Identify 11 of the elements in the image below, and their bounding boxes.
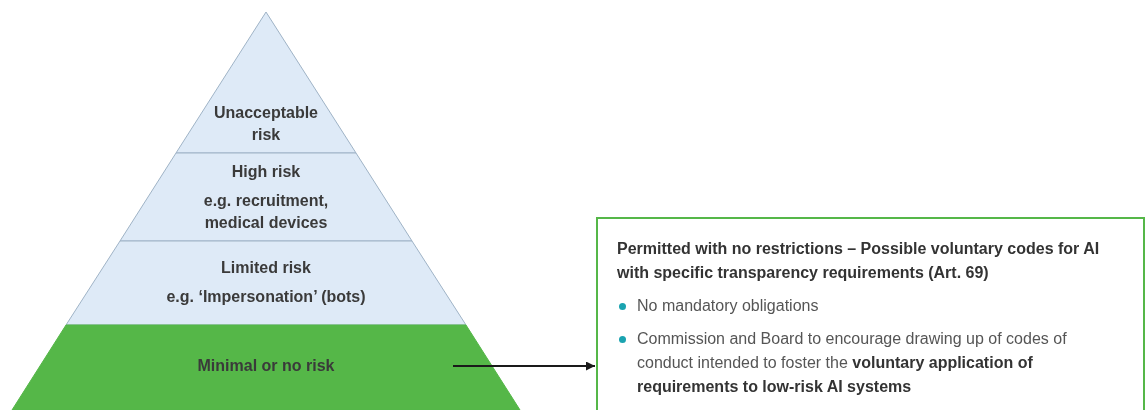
tier-title: High risk	[231, 162, 301, 182]
tier-title: Minimal or no risk	[197, 356, 335, 376]
info-panel	[596, 217, 1145, 410]
arrow	[452, 361, 596, 371]
tier-title: Unacceptable risk	[212, 103, 319, 145]
tier-title: Limited risk	[221, 258, 311, 278]
bullet-text: Commission and Board to encourage drawing up of codes of conduct intended to foster the voluntary application of requirements to low-risk AI systems	[637, 330, 1067, 395]
tier-example: e.g. ‘Impersonation’ (bots)	[166, 287, 366, 307]
bullet-text: No mandatory obligations	[637, 297, 819, 314]
tier-example: e.g. recruitment, medical devices	[202, 191, 330, 233]
panel-heading: Permitted with no restrictions – Possible voluntary codes for AI with specific transparency requirements (Art. 69)	[617, 239, 1101, 283]
